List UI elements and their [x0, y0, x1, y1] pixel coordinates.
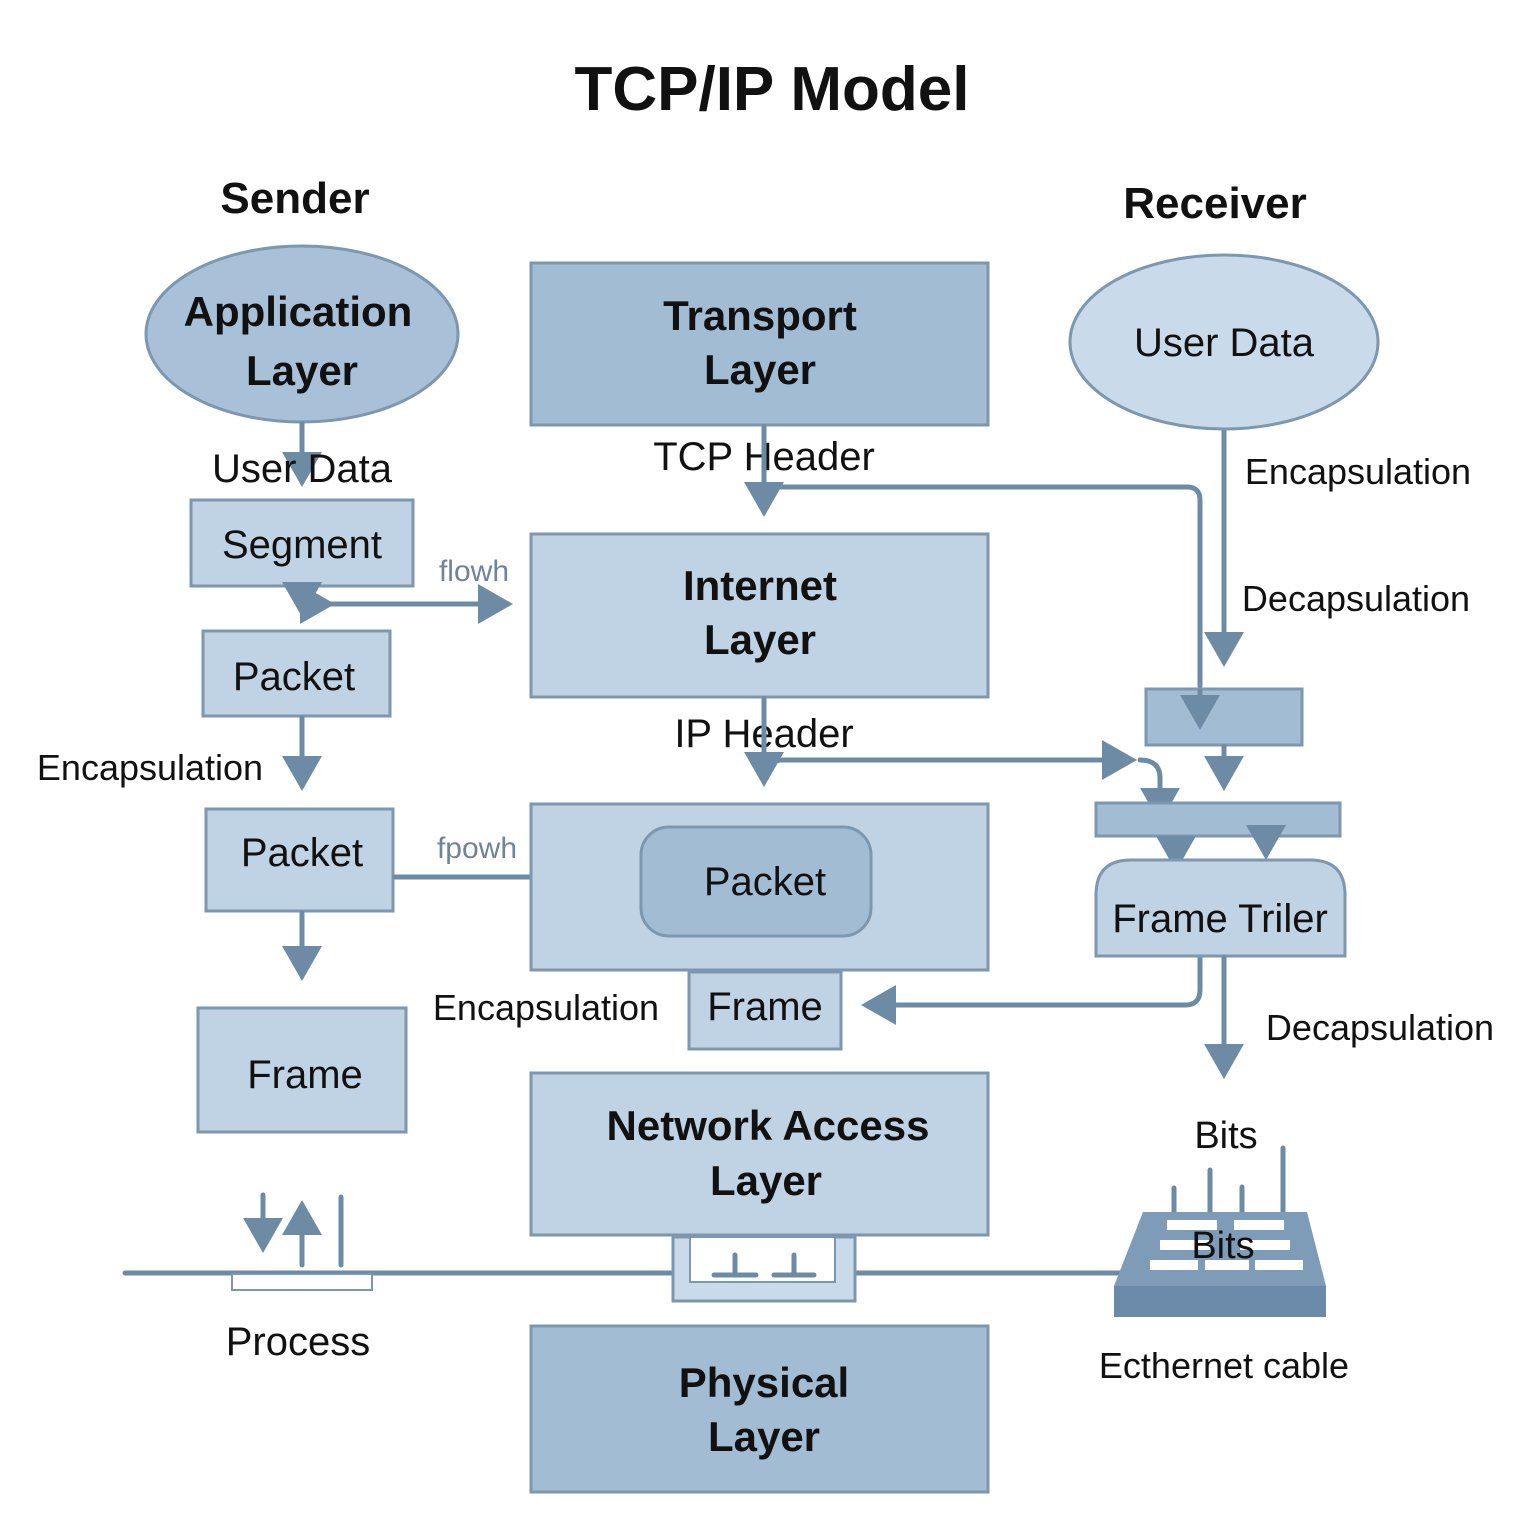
flow-label-bottom: fpowh — [437, 832, 517, 865]
sender-heading: Sender — [220, 174, 369, 223]
sender-user-data-label: User Data — [212, 447, 393, 491]
internet-layer-node: Internet Layer — [529, 532, 990, 699]
device-port — [1240, 1240, 1290, 1250]
sender-encapsulation-label: Encapsulation — [37, 747, 263, 788]
bits-label-device: Bits — [1191, 1225, 1254, 1267]
center-frame-box: Frame — [687, 970, 843, 1051]
flow-label-top: flowh — [439, 555, 509, 588]
transport-layer-node: Transport Layer — [529, 261, 990, 427]
receiver-bar — [1094, 801, 1342, 838]
application-layer-node: Application Layer — [144, 244, 460, 424]
network-access-label-line1: Network Access — [607, 1102, 930, 1149]
internet-layer-rect — [529, 532, 990, 699]
device-port — [1205, 1260, 1249, 1270]
center-encapsulation-label: Encapsulation — [433, 987, 659, 1028]
packet-rect-2 — [204, 807, 395, 913]
receiver-decapsulation-label-1: Decapsulation — [1242, 578, 1470, 619]
application-layer-label-line1: Application — [184, 288, 413, 335]
arrow-ip-header-to-receiver — [763, 740, 1137, 780]
frame-trailer-shape — [1094, 858, 1347, 958]
device-port — [1255, 1260, 1303, 1270]
arrow-bend-into-bar — [1137, 757, 1180, 823]
internet-layer-label-line2: Layer — [704, 616, 816, 663]
sender-frame-label: Frame — [247, 1053, 363, 1097]
device-port — [1167, 1220, 1217, 1230]
ethernet-device-icon — [1114, 1145, 1326, 1317]
network-interface-connector — [671, 1235, 857, 1303]
internet-layer-label-line1: Internet — [683, 562, 837, 609]
physical-layer-label-line2: Layer — [708, 1413, 820, 1460]
network-access-label-line2: Layer — [710, 1157, 822, 1204]
frame-trailer-node: Frame Triler — [1094, 858, 1347, 958]
center-frame-rect — [687, 970, 843, 1051]
packet-box-2: Packet — [204, 807, 395, 913]
segment-rect — [189, 498, 415, 588]
receiver-user-data-node: User Data — [1068, 253, 1380, 431]
network-access-layer-node: Network Access Layer — [529, 1071, 990, 1237]
device-front — [1114, 1286, 1326, 1317]
sender-frame-rect — [196, 1006, 408, 1134]
arrow-trailer-to-frame — [861, 955, 1203, 1025]
process-tray — [231, 1273, 373, 1291]
transport-layer-label-line2: Layer — [704, 346, 816, 393]
application-layer-label-line2: Layer — [246, 347, 358, 394]
device-port — [1234, 1220, 1284, 1230]
physical-layer-node: Physical Layer — [529, 1324, 990, 1494]
receiver-user-data-label: User Data — [1134, 321, 1315, 365]
packet-rect-1 — [201, 629, 392, 718]
segment-label: Segment — [222, 523, 382, 567]
packet-label-1: Packet — [233, 655, 355, 699]
inner-packet-label: Packet — [704, 860, 826, 904]
inner-packet-rect — [639, 825, 873, 938]
arrow-receiver-to-internet — [763, 427, 1227, 689]
packet-box-1: Packet — [201, 629, 392, 718]
center-frame-label: Frame — [707, 985, 823, 1029]
sender-frame-box: Frame — [196, 1006, 408, 1134]
receiver-header-box — [1144, 687, 1304, 747]
packet-label-2: Packet — [241, 831, 363, 875]
segment-box: Segment — [189, 498, 415, 588]
diagram-title: TCP/IP Model — [574, 55, 969, 124]
transport-layer-label-line1: Transport — [663, 292, 857, 339]
bits-label-top: Bits — [1194, 1115, 1257, 1157]
network-access-layer-rect — [529, 1071, 990, 1237]
receiver-user-data-ellipse — [1068, 253, 1380, 431]
device-port — [1150, 1260, 1198, 1270]
ethernet-cable-label: Ecthernet cable — [1099, 1345, 1349, 1386]
process-label: Process — [226, 1320, 371, 1364]
receiver-encapsulation-label: Encapsulation — [1245, 451, 1471, 492]
physical-layer-label-line1: Physical — [679, 1359, 849, 1406]
device-port — [1160, 1240, 1210, 1250]
physical-layer-rect — [529, 1324, 990, 1494]
datalink-container: Packet — [529, 802, 990, 972]
receiver-decapsulation-label-2: Decapsulation — [1266, 1007, 1494, 1048]
receiver-heading: Receiver — [1123, 179, 1306, 228]
frame-trailer-label: Frame Triler — [1112, 897, 1328, 941]
transport-layer-rect — [529, 261, 990, 427]
